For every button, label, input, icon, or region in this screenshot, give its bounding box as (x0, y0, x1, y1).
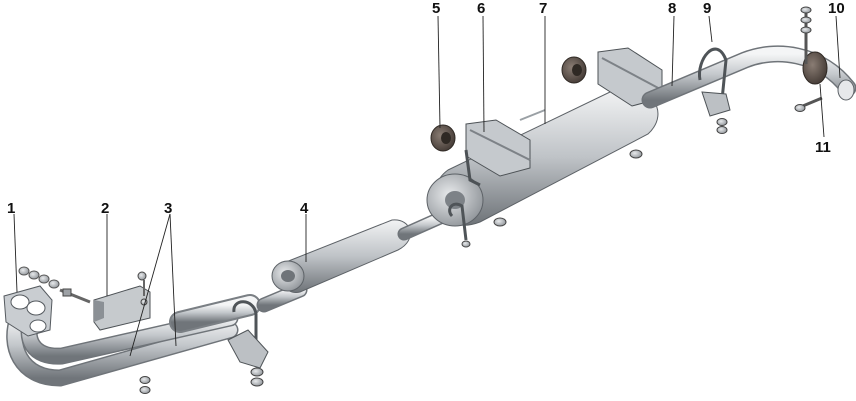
tail-pipe (641, 45, 856, 109)
callout-labels: 1 2 3 4 5 6 7 8 9 10 11 (7, 0, 845, 217)
manifold-flange (3, 285, 53, 337)
main-muffler (426, 88, 659, 248)
callout-5: 5 (432, 0, 440, 17)
resonator (256, 211, 447, 313)
callout-3: 3 (164, 200, 172, 217)
callout-2: 2 (101, 200, 109, 217)
front-clamp (227, 300, 269, 369)
callout-6: 6 (477, 0, 485, 17)
callout-8: 8 (668, 0, 676, 17)
flange-fasteners (18, 266, 91, 304)
callout-leaders (13, 15, 841, 357)
callout-10: 10 (828, 0, 845, 17)
exhaust-bracket (93, 271, 151, 331)
lower-fasteners (139, 367, 264, 394)
muffler-hanger-rear (561, 47, 667, 107)
callout-11: 11 (815, 139, 831, 156)
rear-rubber-cushion (794, 6, 828, 112)
callout-4: 4 (300, 200, 309, 217)
callout-1: 1 (7, 200, 15, 217)
rear-clamp (697, 47, 731, 134)
callout-7: 7 (539, 0, 547, 17)
callout-9: 9 (703, 0, 711, 17)
muffler-hanger-front (430, 119, 531, 187)
